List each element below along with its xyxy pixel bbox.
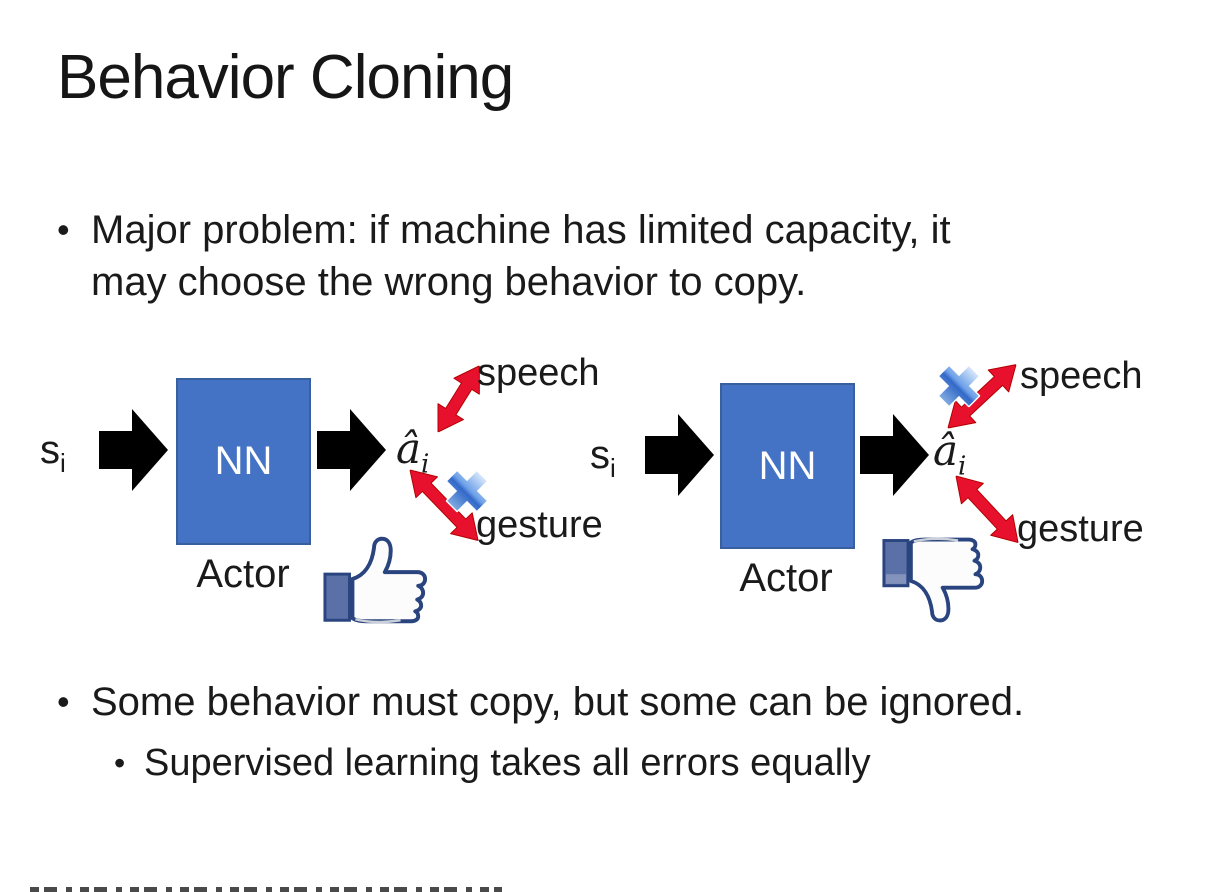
bullet-supervised-learning-text: Supervised learning takes all errors equ… [144,742,871,784]
double-arrow-gesture-icon [955,475,1019,544]
speech-label-left: speech [477,352,600,394]
output-action-label-right: âi [933,426,967,482]
input-state-label-left: si [40,428,66,478]
cross-icon [937,364,981,408]
bullet-major-problem-text: Major problem: if machine has limited ca… [91,204,951,308]
double-arrow-gesture-icon [409,469,479,541]
double-arrow-speech-icon [437,365,480,433]
bottom-cutoff-text [30,887,502,892]
thumbs-up-icon [323,536,428,624]
block-arrow-icon [99,409,168,491]
block-arrow-icon [860,414,929,496]
nn-box-right: NN [720,383,855,549]
actor-label-right: Actor [739,556,833,600]
gesture-label-right: gesture [1017,508,1144,550]
page-title: Behavior Cloning [57,43,514,112]
thumbs-down-icon [882,537,985,623]
double-arrow-speech-icon [947,364,1017,429]
nn-label: NN [758,443,817,488]
bullet-some-behavior: • Some behavior must copy, but some can … [57,676,1187,728]
bullet-dot: • [114,745,126,781]
input-state-label-right: si [590,433,616,483]
bullet-line-1: Major problem: if machine has limited ca… [91,208,951,252]
cross-icon [445,469,489,513]
bullet-dot: • [57,209,70,250]
gesture-label-left: gesture [476,504,603,546]
block-arrow-icon [645,414,714,496]
block-arrow-icon [317,409,386,491]
nn-box-left: NN [176,378,311,545]
bullet-some-behavior-text: Some behavior must copy, but some can be… [91,680,1025,724]
bullet-supervised-learning: • Supervised learning takes all errors e… [114,738,1164,788]
nn-label: NN [214,439,273,483]
speech-label-right: speech [1020,355,1143,397]
actor-label-left: Actor [196,552,290,596]
bullet-line-2: may choose the wrong behavior to copy. [91,260,807,304]
bullet-major-problem: • Major problem: if machine has limited … [57,204,1117,308]
bullet-dot: • [57,681,70,722]
output-action-label-left: âi [396,424,430,480]
